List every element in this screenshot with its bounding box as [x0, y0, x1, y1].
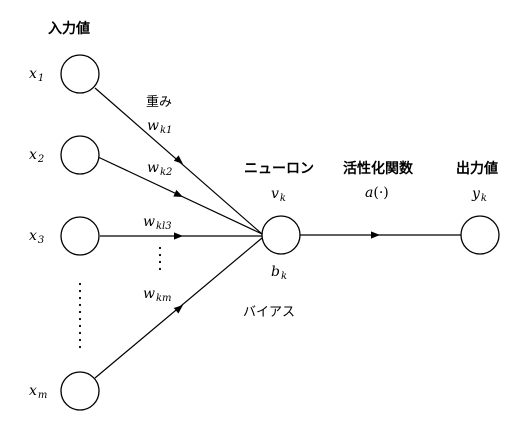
- weight-label-km: wkm: [143, 286, 172, 304]
- activation-label: a(·): [365, 185, 389, 201]
- input-node-x2: [60, 135, 100, 175]
- weight-title: 重み: [146, 94, 172, 110]
- arrowhead-w2: [173, 189, 183, 197]
- input-title: 入力値: [48, 20, 90, 37]
- activation-title: 活性化関数: [343, 160, 414, 177]
- input-node-x3: [60, 216, 100, 256]
- input-label-x2: x2: [29, 147, 44, 165]
- output-title: 出力値: [456, 160, 498, 177]
- input-label-x3: x3: [29, 228, 44, 246]
- bias-label: bk: [271, 264, 287, 282]
- input-label-xm: xm: [29, 383, 47, 401]
- arrowhead-w3: [174, 232, 183, 240]
- input-ellipsis: [78, 282, 82, 349]
- arrowhead-activation: [371, 231, 380, 239]
- neuron-node: [261, 215, 301, 255]
- output-node: [460, 215, 500, 255]
- bias-title: バイアス: [243, 305, 295, 320]
- input-node-xm: [60, 371, 100, 411]
- output-label: yk: [471, 186, 487, 204]
- neuron-label: vk: [271, 186, 286, 204]
- arrowhead-w1: [173, 155, 183, 164]
- weight-label-k1: wk1: [147, 118, 172, 136]
- weight-ellipsis: [158, 246, 162, 271]
- weight-label-k2: wk2: [147, 160, 172, 178]
- input-label-x1: x1: [29, 66, 44, 84]
- arrowhead-wm: [173, 305, 183, 314]
- weight-label-kl3: wkl3: [143, 214, 172, 232]
- neuron-title: ニューロン: [244, 161, 314, 177]
- input-node-x1: [60, 54, 100, 94]
